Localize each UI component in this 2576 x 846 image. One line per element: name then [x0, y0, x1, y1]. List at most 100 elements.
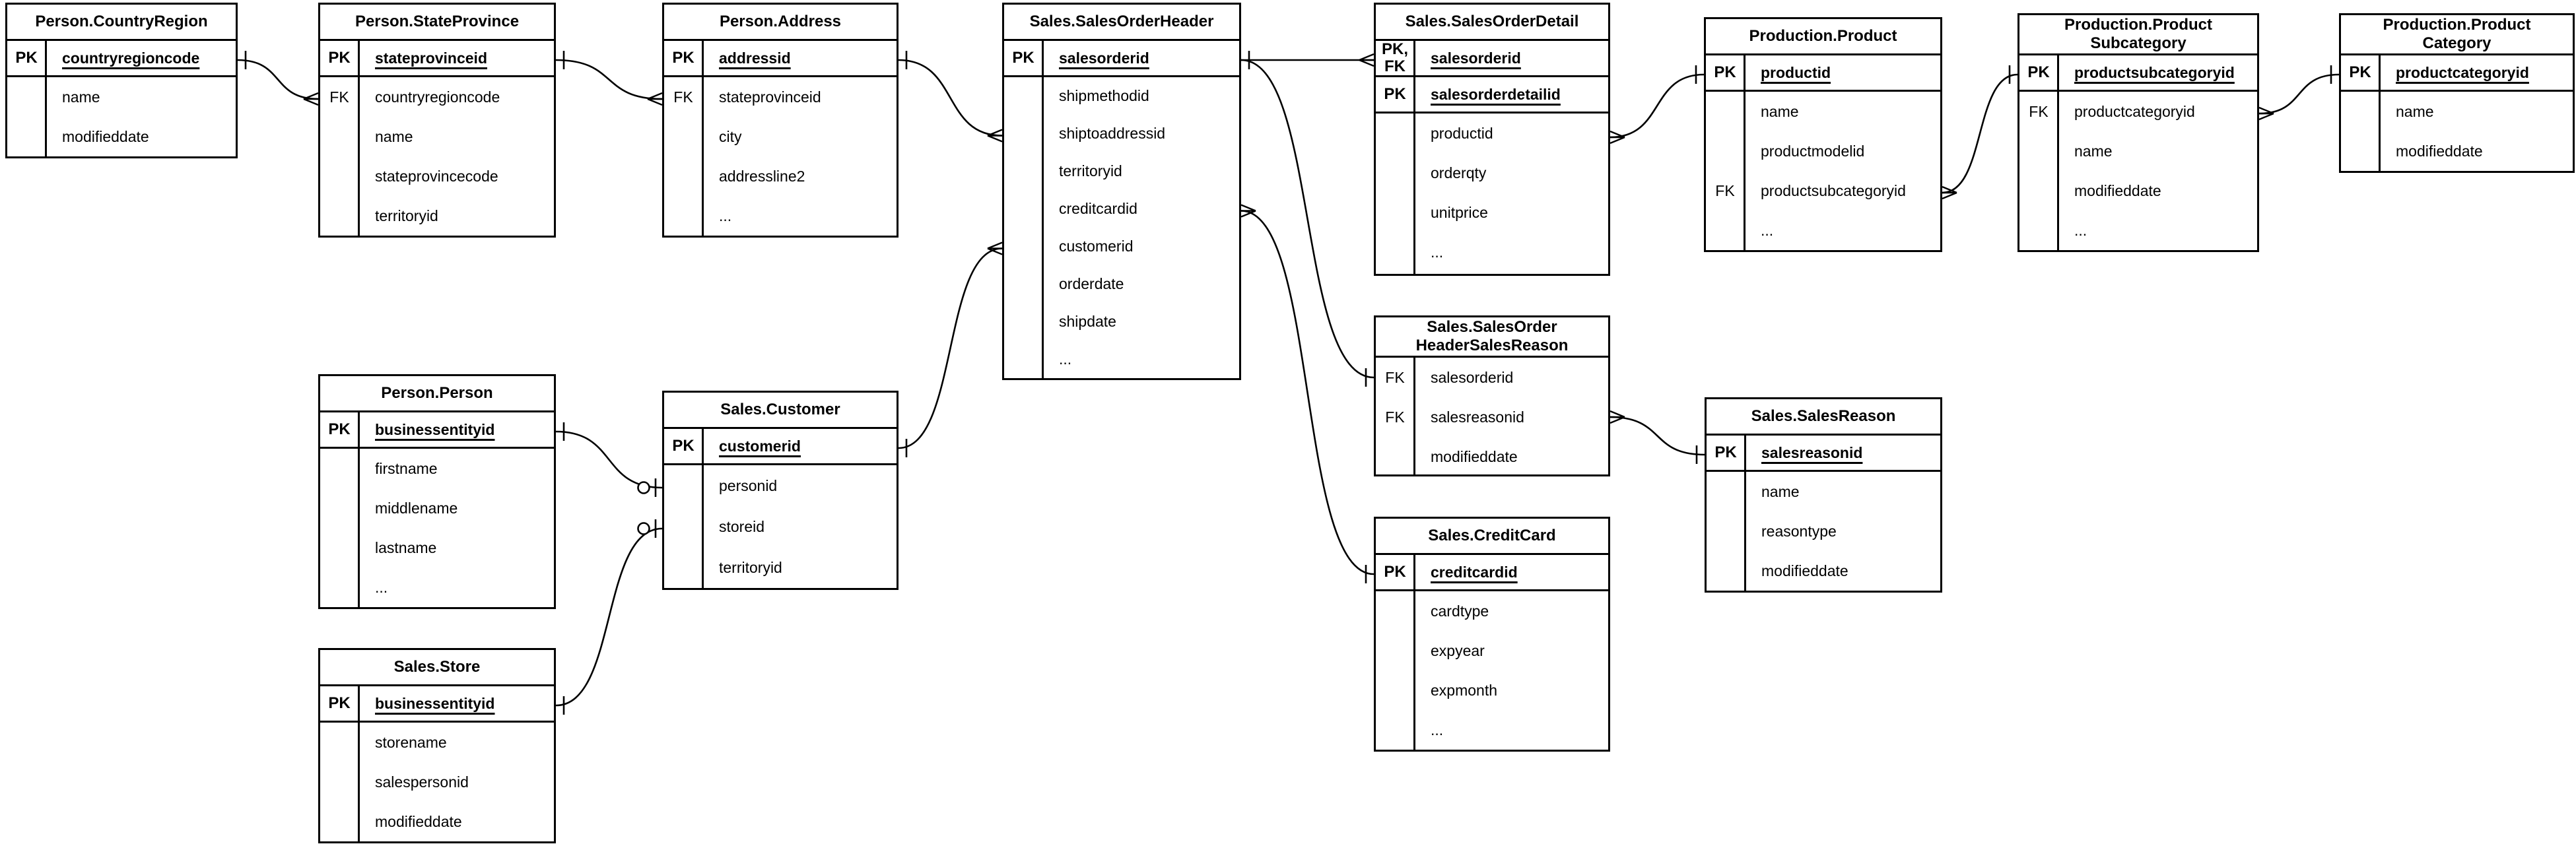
field-row: orderdate — [1004, 265, 1239, 303]
key-column-divider — [1413, 41, 1415, 276]
relationship-line — [1240, 59, 1374, 379]
field-label: expyear — [1431, 641, 1485, 659]
field-label: shipmethodid — [1059, 87, 1149, 104]
relationship-product-productsubcategory[interactable] — [1942, 65, 2018, 200]
primary-key-field: salesorderdetailid — [1431, 85, 1561, 103]
field-label: ... — [1431, 243, 1444, 261]
field-label: name — [2396, 102, 2434, 120]
crow-foot-many-icon — [2258, 106, 2274, 115]
field-label: productid — [1431, 124, 1493, 142]
field-label: ... — [1761, 221, 1774, 239]
table-title-line: Sales.SalesOrderDetail — [1405, 13, 1579, 31]
field-row: shipdate — [1004, 303, 1239, 341]
key-tag: PK — [2349, 63, 2371, 82]
relationship-line — [898, 59, 1003, 137]
relationship-salesorderdetail-product[interactable] — [1610, 65, 1705, 145]
table-title: Person.StateProvince — [320, 5, 554, 41]
key-tag: FK — [1385, 368, 1405, 386]
key-tag: PK — [672, 49, 695, 67]
crow-foot-many-icon — [647, 98, 663, 106]
relationship-countryregion-stateprovince[interactable] — [237, 51, 319, 106]
table-title: Production.Product — [1706, 19, 1940, 55]
field-row: salespersonid — [320, 762, 554, 802]
key-tag: PK — [1384, 563, 1406, 581]
field-row: ... — [1004, 341, 1239, 378]
relationship-productsubcategory-productcategory[interactable] — [2258, 65, 2340, 121]
relationship-store-customer[interactable] — [555, 519, 663, 715]
field-label: expmonth — [1431, 681, 1498, 699]
relationship-line — [898, 247, 1003, 449]
relationship-salesorderheader-headersalesreason[interactable] — [1240, 59, 1374, 387]
key-tag: FK — [673, 88, 693, 106]
relationship-headersalesreason-salesreason[interactable] — [1610, 410, 1705, 464]
relationship-stateprovince-address[interactable] — [555, 51, 663, 106]
field-label: productsubcategoryid — [1761, 181, 1906, 199]
crow-foot-many-icon — [2258, 112, 2274, 121]
field-label: cardtype — [1431, 602, 1489, 620]
table-title: Sales.Customer — [664, 393, 897, 429]
field-label: ... — [1059, 350, 1072, 368]
table-title-line: Production.Product — [2064, 16, 2212, 34]
field-label: shipdate — [1059, 313, 1116, 330]
field-label: firstname — [375, 459, 438, 477]
relationship-line — [555, 430, 663, 489]
primary-key-field: addressid — [719, 49, 791, 67]
field-row: name — [320, 117, 554, 156]
field-row: middlename — [320, 488, 554, 528]
key-column-divider — [701, 41, 704, 238]
field-row: shipmethodid — [1004, 77, 1239, 115]
key-tag: PK — [672, 437, 695, 455]
key-tag: PK — [328, 420, 351, 439]
field-row: modifieddate — [2341, 131, 2573, 171]
table-title-line: Person.Person — [381, 384, 493, 403]
key-tag: PK — [328, 49, 351, 67]
field-row: ... — [664, 196, 897, 236]
field-label: productmodelid — [1761, 142, 1865, 160]
crow-foot-many-icon — [303, 98, 319, 106]
key-column-divider — [1413, 358, 1415, 476]
key-row: PK addressid — [664, 41, 897, 77]
field-row: stateprovincecode — [320, 156, 554, 196]
crow-foot-many-icon — [987, 247, 1003, 255]
relationship-customer-salesorderheader[interactable] — [898, 242, 1003, 458]
primary-key-field: countryregioncode — [62, 49, 200, 67]
field-label: customerid — [1059, 238, 1134, 255]
relationship-line — [555, 527, 663, 707]
cardinality-zero-circle — [637, 481, 650, 494]
relationship-person-customer[interactable] — [555, 422, 663, 497]
relationship-address-salesorderheader[interactable] — [898, 51, 1003, 143]
relationship-salesorderheader-creditcard[interactable] — [1240, 204, 1374, 584]
relationship-salesorderheader-salesorderdetail[interactable] — [1241, 51, 1374, 69]
field-row: firstname — [320, 449, 554, 488]
key-column-divider — [1413, 555, 1415, 752]
relationship-line — [1610, 73, 1705, 139]
field-label: modifieddate — [375, 812, 462, 830]
field-row: name — [2341, 92, 2573, 131]
